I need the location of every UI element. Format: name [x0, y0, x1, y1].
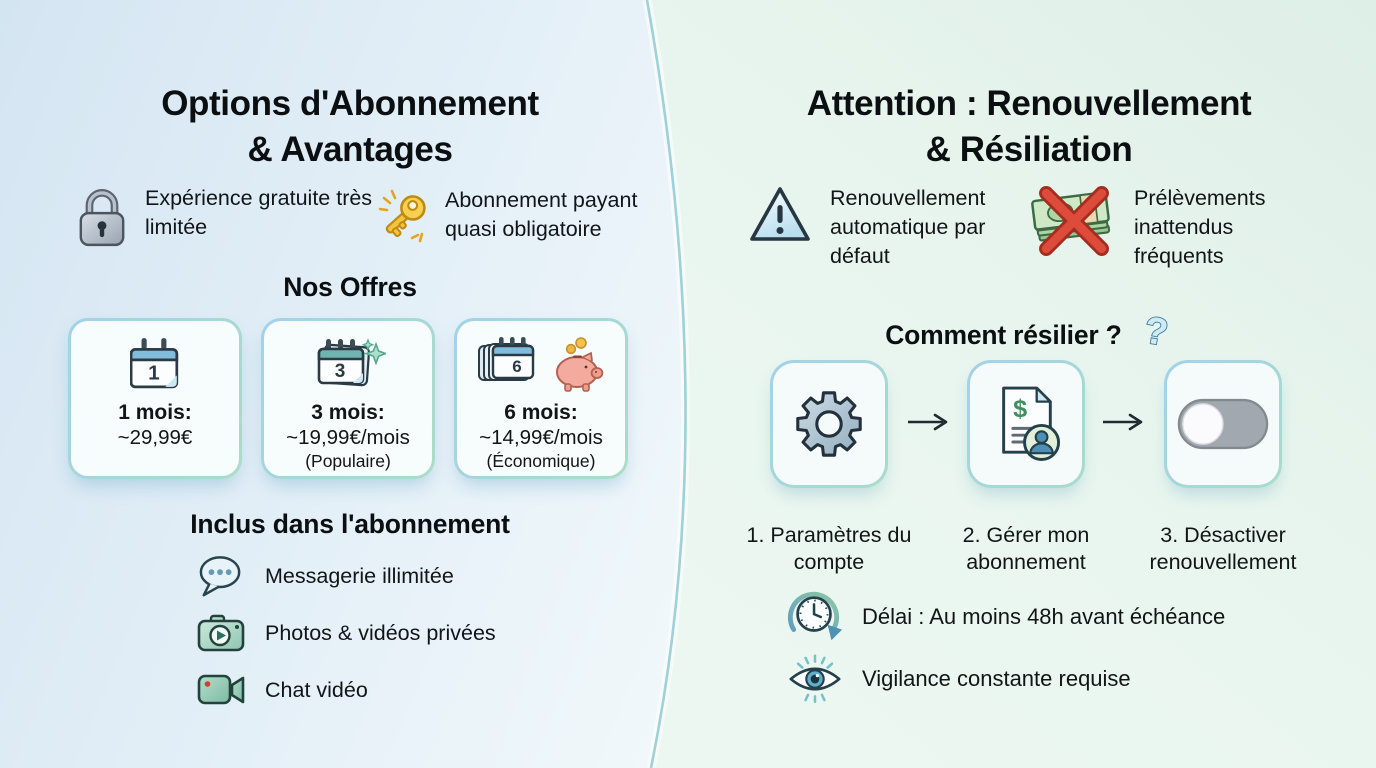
eye-vigilance-icon	[786, 654, 844, 704]
key-icon	[376, 186, 432, 244]
money-crossed-icon	[1028, 184, 1120, 258]
feature-free-experience-text: Expérience gratuite très limitée	[145, 186, 373, 240]
lock-icon	[76, 184, 128, 248]
calendar-3-icon: 3	[264, 332, 432, 396]
offers-heading: Nos Offres	[283, 272, 417, 302]
svg-text:6: 6	[512, 357, 521, 376]
offer-card-1-month: 1 1 mois: ~29,99€	[68, 318, 242, 479]
video-camera-icon	[197, 671, 245, 709]
warning-unexpected-charges-text: Prélèvements inattendus fréquents	[1134, 186, 1266, 269]
step-card-settings	[770, 360, 888, 488]
step-label-disable-renewal: 3. Désactiver renouvellement	[1149, 522, 1297, 575]
svg-text:$: $	[1013, 395, 1027, 423]
svg-text:3: 3	[335, 361, 346, 382]
offer-1-price: ~29,99€	[117, 426, 193, 449]
warning-auto-renewal-text: Renouvellement automatique par défaut	[830, 186, 986, 269]
cancel-heading-text: Comment résilier ?	[885, 320, 1122, 350]
offer-1-duration: 1 mois:	[118, 401, 192, 424]
note-deadline-text: Délai : Au moins 48h avant échéance	[862, 604, 1226, 629]
svg-text:?: ?	[1141, 310, 1170, 354]
offer-card-6-months: 6 6 mois: ~14,99€/mois (Économique)	[454, 318, 628, 479]
right-title-line2: & Résiliation	[925, 129, 1133, 169]
warning-triangle-icon	[748, 184, 812, 246]
feature-paid-subscription: Abonnement payant quasi obligatoire	[376, 186, 676, 244]
note-deadline: Délai : Au moins 48h avant échéance	[786, 588, 1225, 646]
arrow-step2-to-step3	[1100, 412, 1148, 437]
arrow-step1-to-step2	[905, 412, 953, 437]
cancel-heading: Comment résilier ? ?	[704, 309, 1354, 361]
included-list: Messagerie illimitée Photos & vidéos pri…	[197, 554, 496, 725]
offer-card-3-months: 3 3 mois: ~19,99€/mois (Populaire)	[261, 318, 435, 479]
step-card-disable-renewal	[1164, 360, 1282, 488]
gear-icon	[791, 386, 867, 462]
svg-text:1: 1	[148, 362, 160, 385]
step-card-manage-subscription: $	[967, 360, 1085, 488]
offer-6-duration: 6 mois:	[504, 401, 578, 424]
feature-paid-subscription-text: Abonnement payant quasi obligatoire	[445, 188, 638, 242]
warning-unexpected-charges: Prélèvements inattendus fréquents	[1028, 184, 1338, 272]
calendar-6-piggy-bank-icon: 6	[457, 332, 625, 396]
note-vigilance-text: Vigilance constante requise	[862, 666, 1131, 691]
included-item-photos-videos: Photos & vidéos privées	[197, 611, 496, 655]
offers-cards: 1 1 mois: ~29,99€ 3	[68, 318, 628, 479]
calendar-1-icon: 1	[71, 332, 239, 396]
offer-6-note: (Économique)	[486, 451, 596, 471]
right-panel-title: Attention : Renouvellement & Résiliation	[704, 81, 1354, 172]
included-item-video-chat: Chat vidéo	[197, 668, 496, 712]
left-title-line2: & Avantages	[247, 129, 453, 169]
left-title-line1: Options d'Abonnement	[161, 84, 539, 124]
feature-free-experience: Expérience gratuite très limitée	[76, 184, 376, 248]
invoice-user-icon: $	[991, 384, 1061, 464]
toggle-off-icon	[1177, 398, 1269, 450]
clock-deadline-icon	[786, 588, 844, 646]
step-label-settings: 1. Paramètres du compte	[746, 522, 912, 575]
offer-3-note: (Populaire)	[305, 451, 391, 471]
offer-6-price: ~14,99€/mois	[479, 426, 603, 449]
included-photos-videos-text: Photos & vidéos privées	[265, 620, 496, 645]
question-mark-icon: ?	[1139, 309, 1173, 361]
included-messaging-text: Messagerie illimitée	[265, 563, 454, 588]
offer-3-price: ~19,99€/mois	[286, 426, 410, 449]
included-item-messaging: Messagerie illimitée	[197, 554, 496, 598]
left-panel-title: Options d'Abonnement & Avantages	[30, 81, 670, 172]
included-heading: Inclus dans l'abonnement	[190, 509, 510, 539]
warning-auto-renewal: Renouvellement automatique par défaut	[748, 184, 1018, 272]
offer-3-duration: 3 mois:	[311, 401, 385, 424]
included-video-chat-text: Chat vidéo	[265, 677, 368, 702]
right-title-line1: Attention : Renouvellement	[806, 84, 1252, 124]
camera-icon	[197, 613, 245, 653]
note-vigilance: Vigilance constante requise	[786, 654, 1131, 704]
step-label-manage-subscription: 2. Gérer mon abonnement	[962, 522, 1090, 575]
chat-bubble-icon	[197, 554, 245, 598]
